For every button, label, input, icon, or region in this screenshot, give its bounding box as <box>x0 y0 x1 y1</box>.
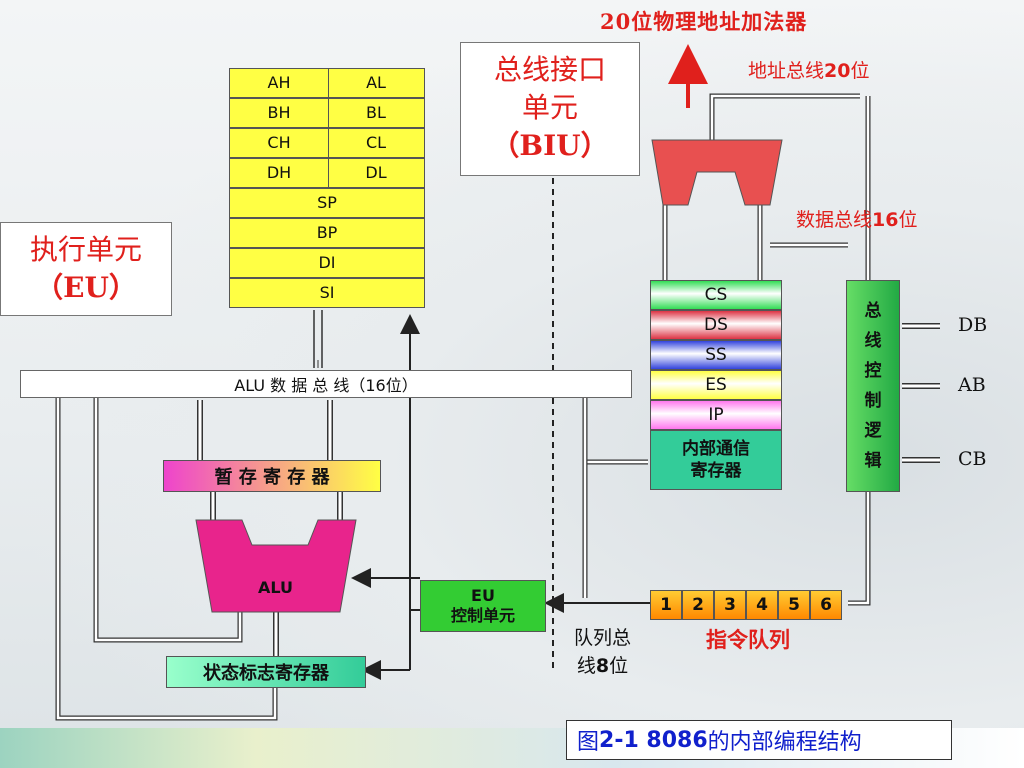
biu-label-line3: （BIU） <box>491 129 609 162</box>
bus-control-logic: 总 线 控 制 逻 辑 <box>846 280 900 492</box>
data-bus-width: 16 <box>872 209 899 231</box>
internal-comm-registers: 内部通信 寄存器 <box>650 430 782 490</box>
pointer-register-label: BP <box>316 223 338 242</box>
queue-slot: 6 <box>810 590 842 620</box>
queue-bus-label: 队列总 线8位 <box>574 624 631 680</box>
segment-register-es: ES <box>650 370 782 400</box>
queue-slot: 1 <box>650 590 682 620</box>
queue-slot: 4 <box>746 590 778 620</box>
bus-control-char: 线 <box>864 331 882 351</box>
address-bus-text: 地址总线 <box>748 60 825 82</box>
gp-register-high: CH <box>230 129 329 157</box>
eu-control-line2: 控制单元 <box>450 606 515 625</box>
queue-bus-line2: 线 <box>576 655 596 677</box>
bus-control-char: 控 <box>864 361 882 381</box>
queue-slot: 3 <box>714 590 746 620</box>
gp-register-low: BL <box>366 103 386 122</box>
pointer-register-label: SI <box>319 283 335 302</box>
eu-control-unit: EU 控制单元 <box>420 580 546 632</box>
internal-comm-line1: 内部通信 <box>682 439 750 459</box>
internal-comm-line2: 寄存器 <box>690 461 742 481</box>
pointer-register-row: SI <box>229 278 425 308</box>
gp-register-row: BH BL <box>229 98 425 128</box>
temp-registers-label: 暂 存 寄 存 器 <box>214 467 330 488</box>
address-bus-width: 20 <box>824 60 851 82</box>
flags-register-label: 状态标志寄存器 <box>203 663 329 684</box>
gp-register-row: CH CL <box>229 128 425 158</box>
caption-prefix: 图 <box>577 730 600 755</box>
queue-label: 指令队列 <box>706 628 790 652</box>
segment-register-ss: SS <box>650 340 782 370</box>
segment-register-ip: IP <box>650 400 782 430</box>
gp-register-low: AL <box>366 73 386 92</box>
gp-register-row: AH AL <box>229 68 425 98</box>
gp-register-row: DH DL <box>229 158 425 188</box>
pointer-register-row: BP <box>229 218 425 248</box>
caption-figure-number: 2-1 8086 <box>599 727 708 753</box>
biu-label-line1: 总线接口 <box>493 53 606 86</box>
eu-label-line2: （EU） <box>35 271 137 304</box>
gp-register-low: CL <box>365 133 387 152</box>
queue-slot: 2 <box>682 590 714 620</box>
queue-slot: 5 <box>778 590 810 620</box>
pointer-register-row: DI <box>229 248 425 278</box>
pointer-register-label: DI <box>318 253 336 272</box>
eu-control-line1: EU <box>471 586 495 605</box>
data-bus-label: 数据总线16位 <box>796 205 917 232</box>
data-bus-text: 数据总线 <box>796 209 873 231</box>
gp-register-high: BH <box>230 99 329 127</box>
temp-registers: 暂 存 寄 存 器 <box>163 460 381 492</box>
queue-bus-line1: 队列总 <box>574 627 632 649</box>
bus-control-char: 逻 <box>864 421 882 441</box>
alu-label: ALU <box>258 578 293 597</box>
queue-bus-width: 8 <box>595 655 610 677</box>
biu-label-line2: 单元 <box>521 91 578 124</box>
address-bus-label: 地址总线20位 <box>748 56 869 83</box>
queue-bus-unit: 位 <box>609 655 629 677</box>
flags-register: 状态标志寄存器 <box>166 656 366 688</box>
bus-control-char: 辑 <box>864 451 882 471</box>
pointer-register-label: SP <box>317 193 337 212</box>
address-bus-unit: 位 <box>850 60 870 82</box>
eu-label-line1: 执行单元 <box>29 233 142 266</box>
gp-register-high: AH <box>230 69 329 97</box>
cb-label: CB <box>958 448 987 470</box>
gp-register-low: DL <box>365 163 387 182</box>
db-label: DB <box>958 314 988 336</box>
biu-label-box: 总线接口 单元 （BIU） <box>460 42 640 176</box>
bus-control-char: 总 <box>864 301 882 321</box>
eu-label-box: 执行单元 （EU） <box>0 222 172 316</box>
alu-data-bus-label: ALU 数 据 总 线（16位） <box>234 376 418 395</box>
pointer-register-row: SP <box>229 188 425 218</box>
segment-register-ds: DS <box>650 310 782 340</box>
gp-register-high: DH <box>230 159 329 187</box>
bus-control-char: 制 <box>864 391 882 411</box>
alu-data-bus: ALU 数 据 总 线（16位） <box>20 370 632 398</box>
caption-suffix: 的内部编程结构 <box>707 730 862 755</box>
address-adder-label: 20位物理地址加法器 <box>600 9 808 34</box>
segment-register-cs: CS <box>650 280 782 310</box>
data-bus-unit: 位 <box>898 209 918 231</box>
ab-label: AB <box>958 374 986 396</box>
